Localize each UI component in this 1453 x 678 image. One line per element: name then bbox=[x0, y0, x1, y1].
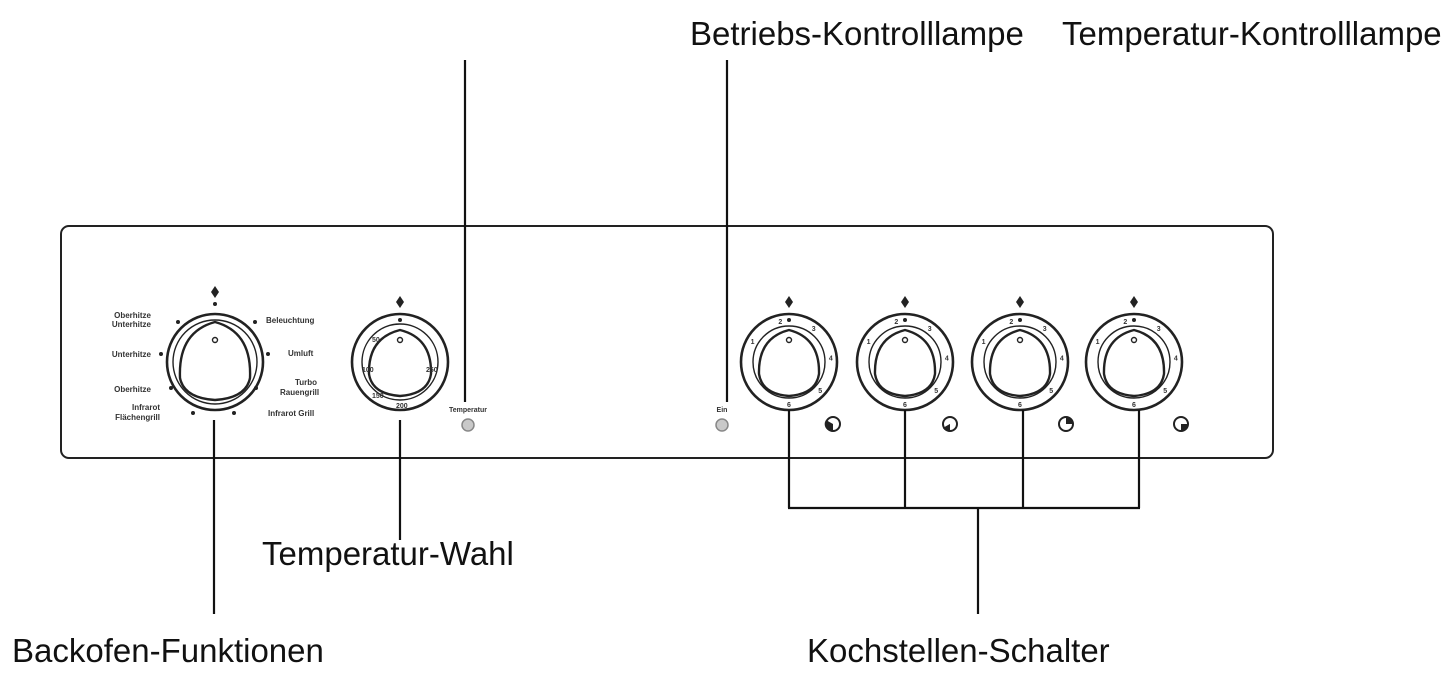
hob-4-scale-2: 2 bbox=[1123, 319, 1127, 326]
hob-2-scale-3: 3 bbox=[928, 326, 932, 333]
hob-zone-icon-4 bbox=[1173, 416, 1189, 432]
hob-3-marker-icon bbox=[1016, 296, 1024, 308]
hob-1-marker-icon bbox=[785, 296, 793, 308]
hob-4-scale-3: 3 bbox=[1157, 326, 1161, 333]
label-oberhitze: Oberhitze bbox=[114, 385, 151, 394]
hob-2-scale-4: 4 bbox=[945, 356, 949, 363]
label-beleuchtung: Beleuchtung bbox=[266, 316, 315, 325]
label-temperatur-kontrolllampe: Temperatur-Kontrolllampe bbox=[1062, 15, 1442, 52]
lamp-on-label: Ein bbox=[717, 407, 728, 414]
temperature-lamp bbox=[461, 418, 475, 432]
label-infrarot-2: Flächengrill bbox=[115, 413, 160, 422]
label-oberhitze-unterhitze-1: Oberhitze bbox=[114, 311, 151, 320]
label-turbo-2: Rauengrill bbox=[280, 388, 319, 397]
control-panel-frame bbox=[60, 225, 1274, 459]
oven-function-marker-icon bbox=[211, 286, 219, 298]
hob-1-scale-3: 3 bbox=[812, 326, 816, 333]
hob-4-marker-icon bbox=[1130, 296, 1138, 308]
oven-function-dots bbox=[159, 320, 270, 415]
hob-2-scale-5: 5 bbox=[934, 388, 938, 395]
label-backofen-funktionen: Backofen-Funktionen bbox=[12, 632, 324, 669]
label-umluft: Umluft bbox=[288, 349, 314, 358]
hob-4-scale-6: 6 bbox=[1132, 402, 1136, 409]
hob-1-scale-1: 1 bbox=[751, 339, 755, 346]
hob-zone-icon-1 bbox=[824, 416, 841, 432]
label-kochstellen-schalter: Kochstellen-Schalter bbox=[807, 632, 1110, 669]
hob-4-scale-1: 1 bbox=[1096, 339, 1100, 346]
hob-1-scale-4: 4 bbox=[829, 356, 833, 363]
hob-2-scale-6: 6 bbox=[903, 402, 907, 409]
hob-zone-icon-3 bbox=[1058, 416, 1074, 432]
hob-1-scale-2: 2 bbox=[778, 319, 782, 326]
hob-knob-2[interactable] bbox=[855, 296, 955, 412]
hob-knob-1[interactable] bbox=[739, 296, 839, 412]
hob-3-scale-1: 1 bbox=[982, 339, 986, 346]
hob-knob-4[interactable] bbox=[1084, 296, 1184, 412]
hob-2-marker-icon bbox=[901, 296, 909, 308]
label-betriebs-kontrolllampe: Betriebs-Kontrolllampe bbox=[690, 15, 1024, 52]
hob-zone-icon-2 bbox=[942, 416, 958, 432]
lamp-temperature-label: Temperatur bbox=[449, 407, 487, 414]
label-temperatur-wahl: Temperatur-Wahl bbox=[262, 535, 514, 572]
hob-4-scale-4: 4 bbox=[1174, 356, 1178, 363]
hob-3-scale-2: 2 bbox=[1009, 319, 1013, 326]
temp-scale-250: 250 bbox=[426, 367, 438, 374]
temp-scale-150: 150 bbox=[372, 393, 384, 400]
oven-function-knob[interactable] bbox=[165, 286, 265, 412]
hob-3-scale-6: 6 bbox=[1018, 402, 1022, 409]
temp-scale-100: 100 bbox=[362, 367, 374, 374]
hob-scales: 1 2 3 4 5 6 1 2 3 4 5 6 1 2 3 4 5 6 1 2 3 4 5 6 bbox=[751, 319, 1178, 409]
leader-hob-switches bbox=[787, 410, 1141, 614]
hob-knob-3[interactable] bbox=[970, 296, 1070, 412]
hob-3-scale-5: 5 bbox=[1049, 388, 1053, 395]
operation-lamp bbox=[715, 418, 729, 432]
label-turbo-1: Turbo bbox=[295, 378, 317, 387]
temperature-knob[interactable] bbox=[350, 296, 450, 412]
hob-1-scale-6: 6 bbox=[787, 402, 791, 409]
temp-scale-50: 50 bbox=[372, 337, 380, 344]
label-infrarot-1: Infrarot bbox=[132, 403, 160, 412]
hob-2-scale-2: 2 bbox=[894, 319, 898, 326]
hob-2-scale-1: 1 bbox=[867, 339, 871, 346]
hob-3-scale-3: 3 bbox=[1043, 326, 1047, 333]
hob-1-scale-5: 5 bbox=[818, 388, 822, 395]
temperature-marker-icon bbox=[396, 296, 404, 308]
hob-3-scale-4: 4 bbox=[1060, 356, 1064, 363]
temp-scale-200: 200 bbox=[396, 403, 408, 410]
label-oberhitze-unterhitze-2: Unterhitze bbox=[112, 320, 152, 329]
label-unterhitze: Unterhitze bbox=[112, 350, 152, 359]
hob-4-scale-5: 5 bbox=[1163, 388, 1167, 395]
label-infrarot-grill: Infrarot Grill bbox=[268, 409, 314, 418]
